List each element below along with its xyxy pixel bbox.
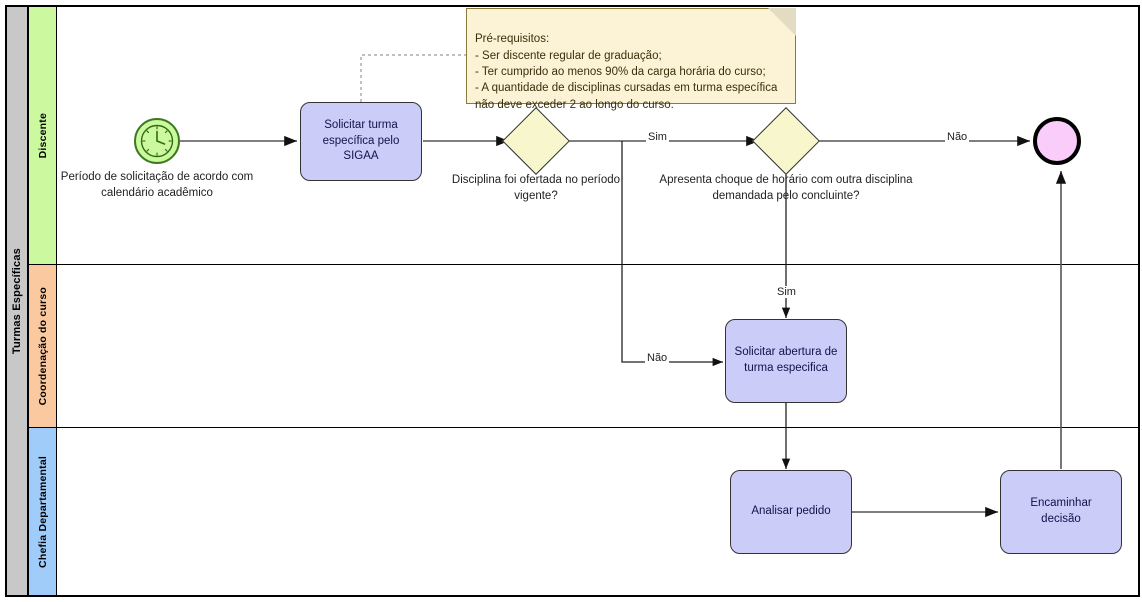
note-pre-requisitos: Pré-requisitos: - Ser discente regular d…: [466, 8, 796, 111]
task-encaminhar-decisao-label: Encaminhar decisão: [1030, 497, 1092, 525]
clock-icon: [140, 124, 174, 158]
flow-label-gw2-sim: Sim: [775, 286, 798, 298]
flow-label-gw1-sim: Sim: [646, 131, 669, 143]
task-solicitar-abertura-turma[interactable]: Solicitar abertura de turma especifica: [725, 319, 847, 403]
task-solicitar-turma-sigaa-label: Solicitar turma específica pelo SIGAA: [322, 119, 400, 163]
flow-label-gw2-nao: Não: [945, 131, 970, 143]
flow-label-gw1-nao: Não: [645, 352, 670, 364]
note-text: Pré-requisitos: - Ser discente regular d…: [475, 33, 778, 111]
association-note-to-solicitar-turma: [360, 54, 467, 102]
lane-coordenacao-do-curso: Coordenação do curso: [29, 265, 1138, 428]
task-analisar-pedido[interactable]: Analisar pedido: [730, 470, 852, 554]
task-solicitar-abertura-turma-label: Solicitar abertura de turma especifica: [734, 346, 838, 374]
start-event-timer[interactable]: [134, 118, 180, 164]
gateway-choque-horario-label: Apresenta choque de horário com outra di…: [659, 174, 913, 202]
end-event[interactable]: [1033, 117, 1081, 165]
lane-coordenacao-body: [57, 265, 1138, 427]
task-solicitar-turma-sigaa[interactable]: Solicitar turma específica pelo SIGAA: [300, 102, 422, 181]
lane-label-coordenacao: Coordenação do curso: [29, 265, 57, 427]
flow-gateway1-nao-to-solicitar-abertura: [621, 141, 723, 367]
pool-header: Turmas Específicas: [7, 7, 29, 595]
lane-label-chefia: Chefia Departamental: [29, 428, 57, 595]
gateway-disciplina-ofertada-label: Disciplina foi ofertada no período vigen…: [451, 174, 621, 202]
lane-label-discente: Discente: [29, 7, 57, 264]
note-fold-edge: [767, 8, 796, 37]
task-encaminhar-decisao[interactable]: Encaminhar decisão: [1000, 470, 1122, 554]
task-analisar-pedido-label: Analisar pedido: [751, 505, 831, 518]
start-event-label: Período de solicitação de acordo com cal…: [60, 171, 254, 199]
